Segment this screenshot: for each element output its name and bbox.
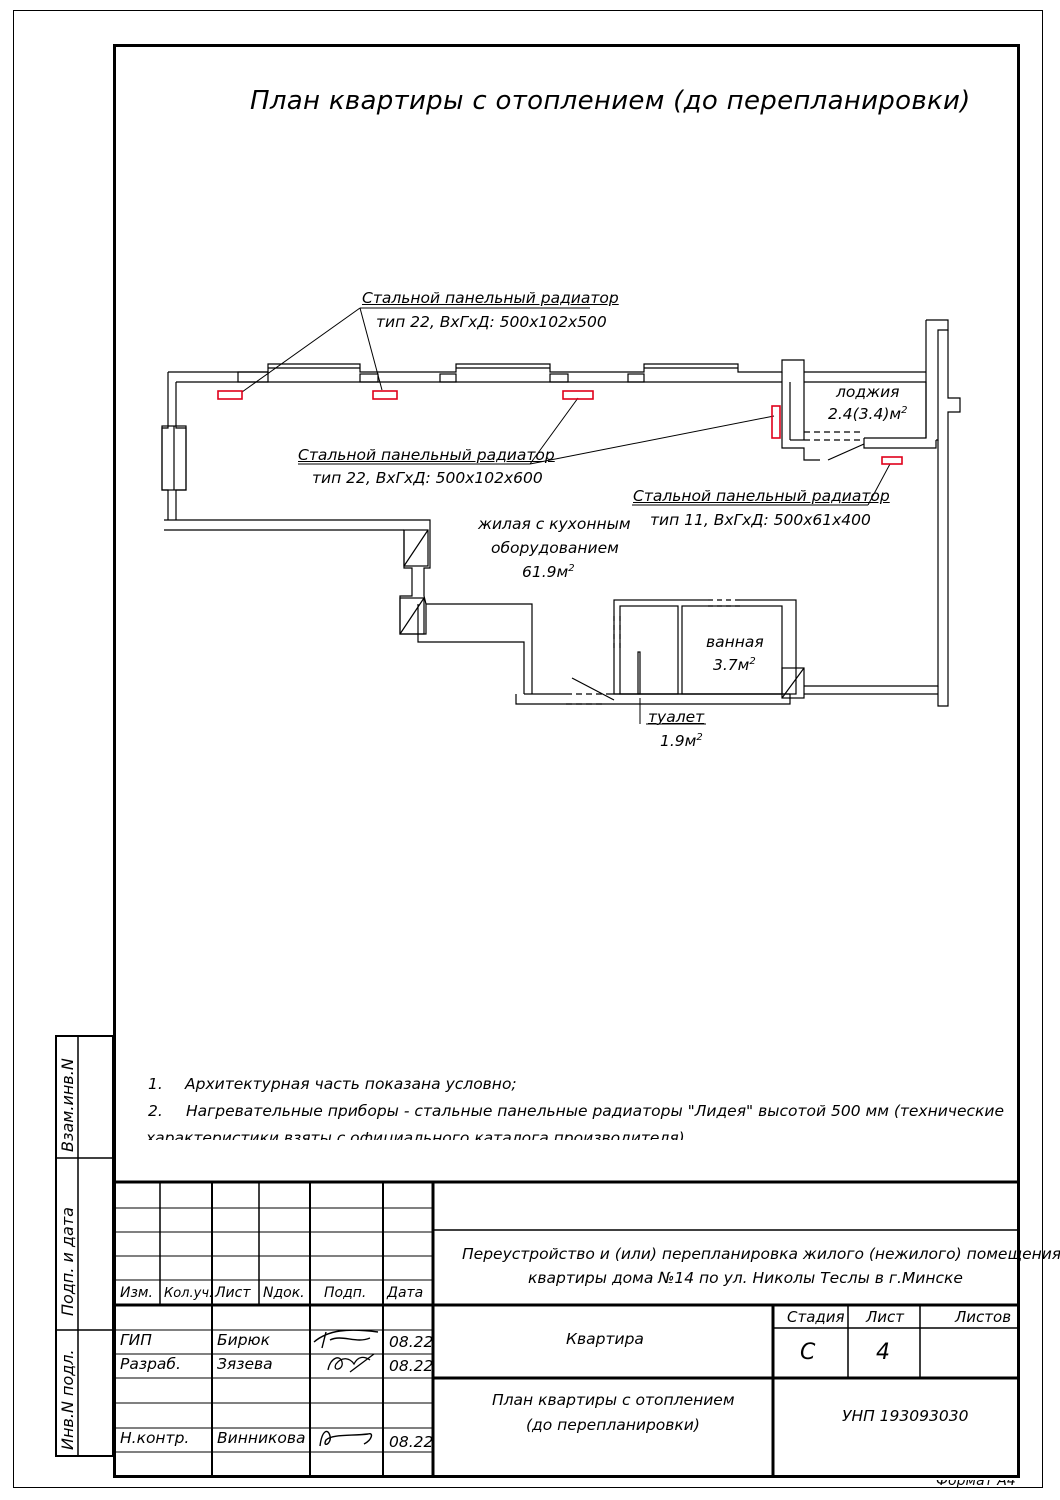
side-stamp (55, 1035, 114, 1457)
tb-row-2-date: 08.22 (389, 1357, 434, 1375)
tb-header-ndok: Nдок. (263, 1285, 305, 1301)
radiator-label-2-line1: Стальной панельный радиатор (298, 446, 555, 464)
stage-header: Стадия (787, 1308, 845, 1326)
project-line-2: квартиры дома №14 по ул. Николы Теслы в … (528, 1269, 963, 1287)
note-3-text: характеристики взяты с официального ката… (146, 1129, 685, 1140)
drawing-name-line-1: План квартиры с отоплением (492, 1391, 735, 1409)
tb-header-data: Дата (387, 1285, 424, 1301)
tb-row-2-name: Зязева (217, 1355, 273, 1373)
radiator-2 (372, 390, 398, 400)
radiator-5 (881, 456, 903, 465)
tb-header-izm: Изм. (120, 1285, 153, 1301)
drawing-frame (113, 44, 1020, 1478)
signature-3 (319, 1430, 373, 1447)
organization-code: УНП 193093030 (842, 1407, 969, 1425)
note-3-clip: характеристики взяты с официального ката… (140, 1124, 960, 1140)
radiator-label-3-line2: тип 11, ВхГхД: 500х61х400 (650, 511, 871, 529)
walls (161, 319, 961, 707)
stage-value: С (800, 1340, 816, 1365)
radiator-label-2-line2: тип 22, ВхГхД: 500х102х600 (312, 469, 543, 487)
sheets-header: Листов (955, 1308, 1012, 1326)
toilet-label: туалет (648, 708, 705, 726)
tb-header-kolch: Кол.уч. (164, 1286, 214, 1301)
toilet-area: 1.9м2 (660, 732, 703, 751)
tb-header-podp: Подп. (324, 1285, 367, 1301)
radiator-label-1-line2: тип 22, ВхГхД: 500х102х500 (376, 313, 607, 331)
loggia-label: лоджия (836, 383, 900, 401)
tb-row-3-name: Винникова (217, 1429, 306, 1447)
tb-row-1-name: Бирюк (217, 1331, 270, 1349)
living-room-label-line2: оборудованием (491, 539, 619, 557)
drawing-name-line-2: (до перепланировки) (526, 1416, 700, 1434)
note-2-num: 2. (148, 1102, 163, 1120)
drawing-title: План квартиры с отоплением (до переплани… (250, 86, 971, 116)
bath-label: ванная (706, 633, 764, 651)
radiator-label-3-line1: Стальной панельный радиатор (633, 487, 890, 505)
signature-2 (327, 1353, 375, 1373)
radiator-label-1-line1: Стальной панельный радиатор (362, 289, 619, 307)
format-label: Формат А4 (936, 1480, 1016, 1488)
format-clip: Формат А4 (936, 1480, 1020, 1488)
note-1-num: 1. (148, 1075, 163, 1093)
tb-row-2-role: Разраб. (120, 1355, 181, 1373)
sheet-header: Лист (866, 1308, 905, 1326)
sheet-value: 4 (876, 1340, 890, 1365)
note-2-text: Нагревательные приборы - стальные панель… (186, 1102, 1004, 1120)
living-room-area: 61.9м2 (522, 563, 575, 582)
tb-header-list: Лист (215, 1285, 251, 1301)
radiators (217, 390, 903, 465)
loggia-area: 2.4(3.4)м2 (828, 405, 908, 424)
radiator-1 (217, 390, 243, 400)
object-name: Квартира (566, 1330, 644, 1348)
tb-row-3-date: 08.22 (389, 1433, 434, 1451)
signature-1 (313, 1329, 379, 1349)
bath-area: 3.7м2 (713, 656, 756, 675)
living-room-label-line1: жилая с кухонным (478, 515, 631, 533)
tb-row-1-date: 08.22 (389, 1333, 434, 1351)
leader-lines (241, 307, 891, 725)
tb-row-1-role: ГИП (120, 1331, 152, 1349)
radiator-3 (562, 390, 594, 400)
tb-row-3-role: Н.контр. (120, 1429, 190, 1447)
project-line-1: Переустройство и (или) перепланировка жи… (462, 1245, 1060, 1263)
sheet-border (13, 10, 1043, 1488)
note-1-text: Архитектурная часть показана условно; (185, 1075, 517, 1093)
radiator-4 (771, 405, 781, 439)
